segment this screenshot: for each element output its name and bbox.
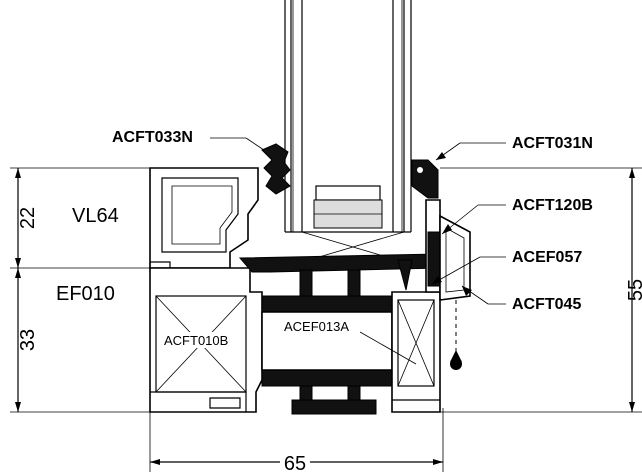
glass-gaskets — [261, 143, 439, 199]
label-acef057: ACEF057 — [512, 249, 582, 266]
dimension-left: 22 33 — [10, 167, 160, 413]
label-acft010b: ACFT010B — [164, 333, 228, 348]
label-ef010: EF010 — [56, 283, 115, 305]
label-vl64: VL64 — [72, 205, 119, 227]
label-acft120b: ACFT120B — [512, 197, 593, 214]
label-acef013a: ACEF013A — [284, 319, 349, 334]
dim-width: 65 — [284, 453, 306, 473]
glazing-unit — [284, 0, 412, 263]
right-frame-chamber — [391, 291, 441, 413]
dim-total-height: 55 — [625, 279, 642, 301]
dimension-bottom: 65 — [149, 408, 444, 473]
glazing-bead — [425, 199, 471, 370]
dim-upper-height: 22 — [17, 207, 39, 229]
label-acft033n: ACFT033N — [112, 129, 193, 146]
label-acft031n: ACFT031N — [512, 135, 593, 152]
dimension-right: 55 — [440, 167, 642, 413]
label-acft045: ACFT045 — [512, 296, 581, 313]
dim-lower-height: 33 — [17, 329, 39, 351]
annotations: ACFT033N ACFT031N ACFT120B ACEF057 ACFT0… — [56, 129, 593, 365]
sash-profile — [149, 167, 259, 273]
spacer-bar — [315, 185, 381, 201]
